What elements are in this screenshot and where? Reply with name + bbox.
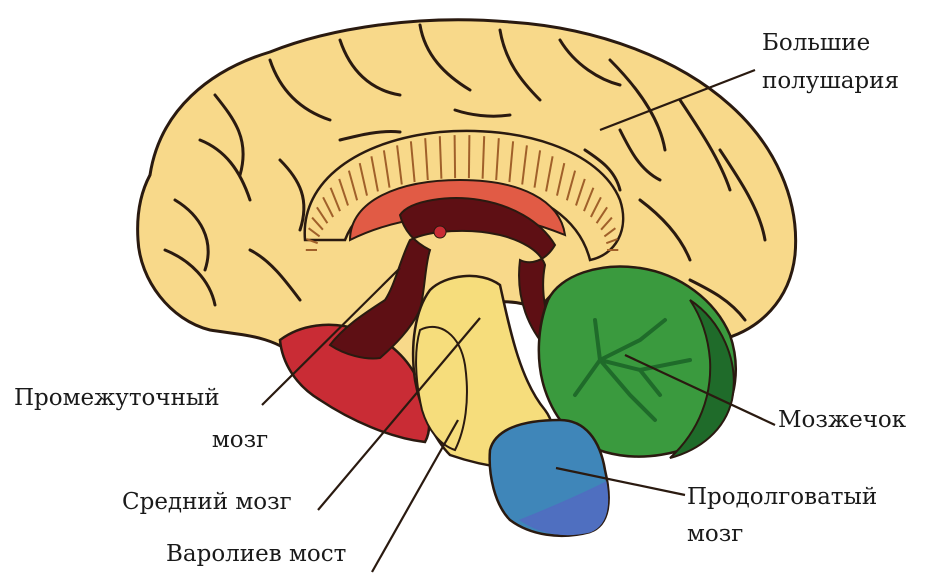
label-medulla-line1: Продолговатый [687,484,877,510]
label-diencephalon-line1: Промежуточный [14,385,220,411]
label-cerebellum: Мозжечок [778,407,906,433]
label-pons: Варолиев мост [166,541,346,567]
callosum-stripe [469,135,470,178]
label-cerebrum-line1: Большие [762,30,870,56]
leader-pons [372,420,458,572]
callosum-stripe [455,135,456,178]
label-diencephalon-line2: мозг [195,427,285,453]
label-midbrain: Средний мозг [122,489,292,515]
label-cerebrum-line2: полушария [762,68,899,94]
ventricle-dot [434,226,446,238]
label-medulla-line2: мозг [687,521,743,547]
